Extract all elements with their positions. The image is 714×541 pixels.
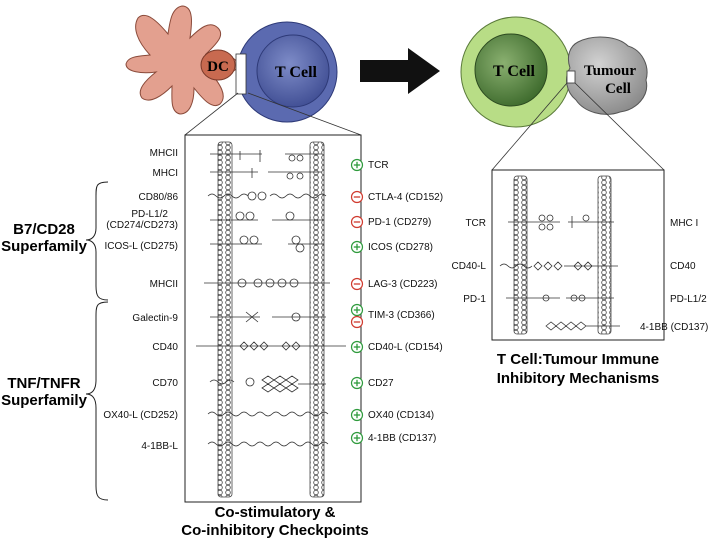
tnf-label-1: TNF/TNFR: [7, 375, 80, 392]
tumour-right-label: 4-1BB (CD137): [640, 322, 708, 333]
tumour-label-1: Tumour: [584, 63, 636, 79]
t-cell-right: T Cell: [460, 16, 572, 128]
b7-label-1: B7/CD28: [13, 221, 75, 238]
tumour-left-label: TCR: [465, 218, 486, 229]
ligand-label: MHCI: [152, 168, 178, 179]
receptor-label: OX40 (CD134): [368, 410, 434, 421]
tumour-panel-molecules: [499, 214, 620, 331]
tumour-cell: Tumour Cell: [566, 36, 648, 115]
t-cell-left-label: T Cell: [275, 64, 317, 81]
progression-arrow: [360, 48, 440, 94]
tumour-panel-caption: T Cell:Tumour Immune Inhibitory Mechanis…: [497, 351, 660, 387]
tumour-left-label: CD40-L: [452, 261, 487, 272]
receptor-label: LAG-3 (CD223): [368, 279, 437, 290]
panel-caption: Co-stimulatory & Co-inhibitory Checkpoin…: [181, 504, 369, 539]
receptor-label: CTLA-4 (CD152): [368, 192, 443, 203]
ligand-label: ICOS-L (CD275): [104, 241, 178, 252]
receptor-label: CD27: [368, 378, 394, 389]
ligand-label: MHCII: [150, 279, 178, 290]
ligand-label: OX40-L (CD252): [103, 410, 178, 421]
signal-symbols: [350, 158, 364, 445]
receptor-label: TCR: [368, 160, 389, 171]
receptor-label: CD40-L (CD154): [368, 342, 443, 353]
superfamily-labels: B7/CD28 Superfamily TNF/TNFR Superfamily: [1, 221, 88, 409]
dc-membrane: [217, 141, 233, 498]
t-cell-right-label: T Cell: [493, 63, 535, 80]
dc-label: DC: [207, 59, 229, 75]
t-cell-membrane: [309, 141, 325, 498]
receptor-label: TIM-3 (CD366): [368, 310, 435, 321]
tumour-right-label: MHC I: [670, 218, 698, 229]
zoom-line-r1: [491, 82, 568, 171]
tnf-brace: [85, 301, 109, 501]
panel-caption-2: Co-inhibitory Checkpoints: [181, 522, 369, 539]
b7-label-2: Superfamily: [1, 238, 88, 255]
receptor-label: ICOS (CD278): [368, 242, 433, 253]
ligand-labels: MHCII MHCI CD80/86 PD-L1/2 (CD274/CD273)…: [103, 148, 178, 452]
zoom-line-r2: [574, 82, 665, 171]
ligand-label: CD40: [152, 342, 178, 353]
receptor-label: 4-1BB (CD137): [368, 433, 436, 444]
dendritic-cell: DC: [125, 5, 239, 115]
ligand-label: PD-L1/2: [131, 209, 168, 220]
receptor-label: PD-1 (CD279): [368, 217, 431, 228]
ligand-label: (CD274/CD273): [106, 220, 178, 231]
b7-brace: [85, 181, 109, 301]
synapse-box-right: [566, 70, 576, 84]
panel-caption-1: Co-stimulatory &: [215, 504, 336, 521]
tnf-label-2: Superfamily: [1, 392, 88, 409]
dc-nucleus: [200, 49, 236, 81]
tumour-caption-1: T Cell:Tumour Immune: [497, 351, 659, 368]
zoom-line-l1: [184, 92, 239, 136]
zoom-line-l2: [247, 92, 362, 136]
ligand-label: CD70: [152, 378, 178, 389]
tumour-right-label: CD40: [670, 261, 696, 272]
tumour-right-label: PD-L1/2: [670, 294, 707, 305]
ligand-label: 4-1BB-L: [141, 441, 178, 452]
ligand-label: CD80/86: [139, 192, 179, 203]
receptor-labels: TCR CTLA-4 (CD152) PD-1 (CD279) ICOS (CD…: [368, 160, 443, 444]
tumour-panel-tcell-membrane: [513, 175, 528, 335]
synapse-box-left: [235, 53, 247, 95]
tumour-label-2: Cell: [605, 81, 631, 97]
checkpoint-molecules: [196, 150, 346, 447]
t-cell-left: T Cell: [236, 21, 338, 123]
tumour-panel-tumour-membrane: [597, 175, 612, 335]
tumour-left-label: PD-1: [463, 294, 486, 305]
tumour-caption-2: Inhibitory Mechanisms: [497, 370, 660, 387]
ligand-label: Galectin-9: [132, 313, 178, 324]
checkpoint-panel: [184, 134, 362, 503]
ligand-label: MHCII: [150, 148, 178, 159]
tumour-panel-labels: TCR CD40-L PD-1 MHC I CD40 PD-L1/2 4-1BB…: [452, 218, 709, 333]
